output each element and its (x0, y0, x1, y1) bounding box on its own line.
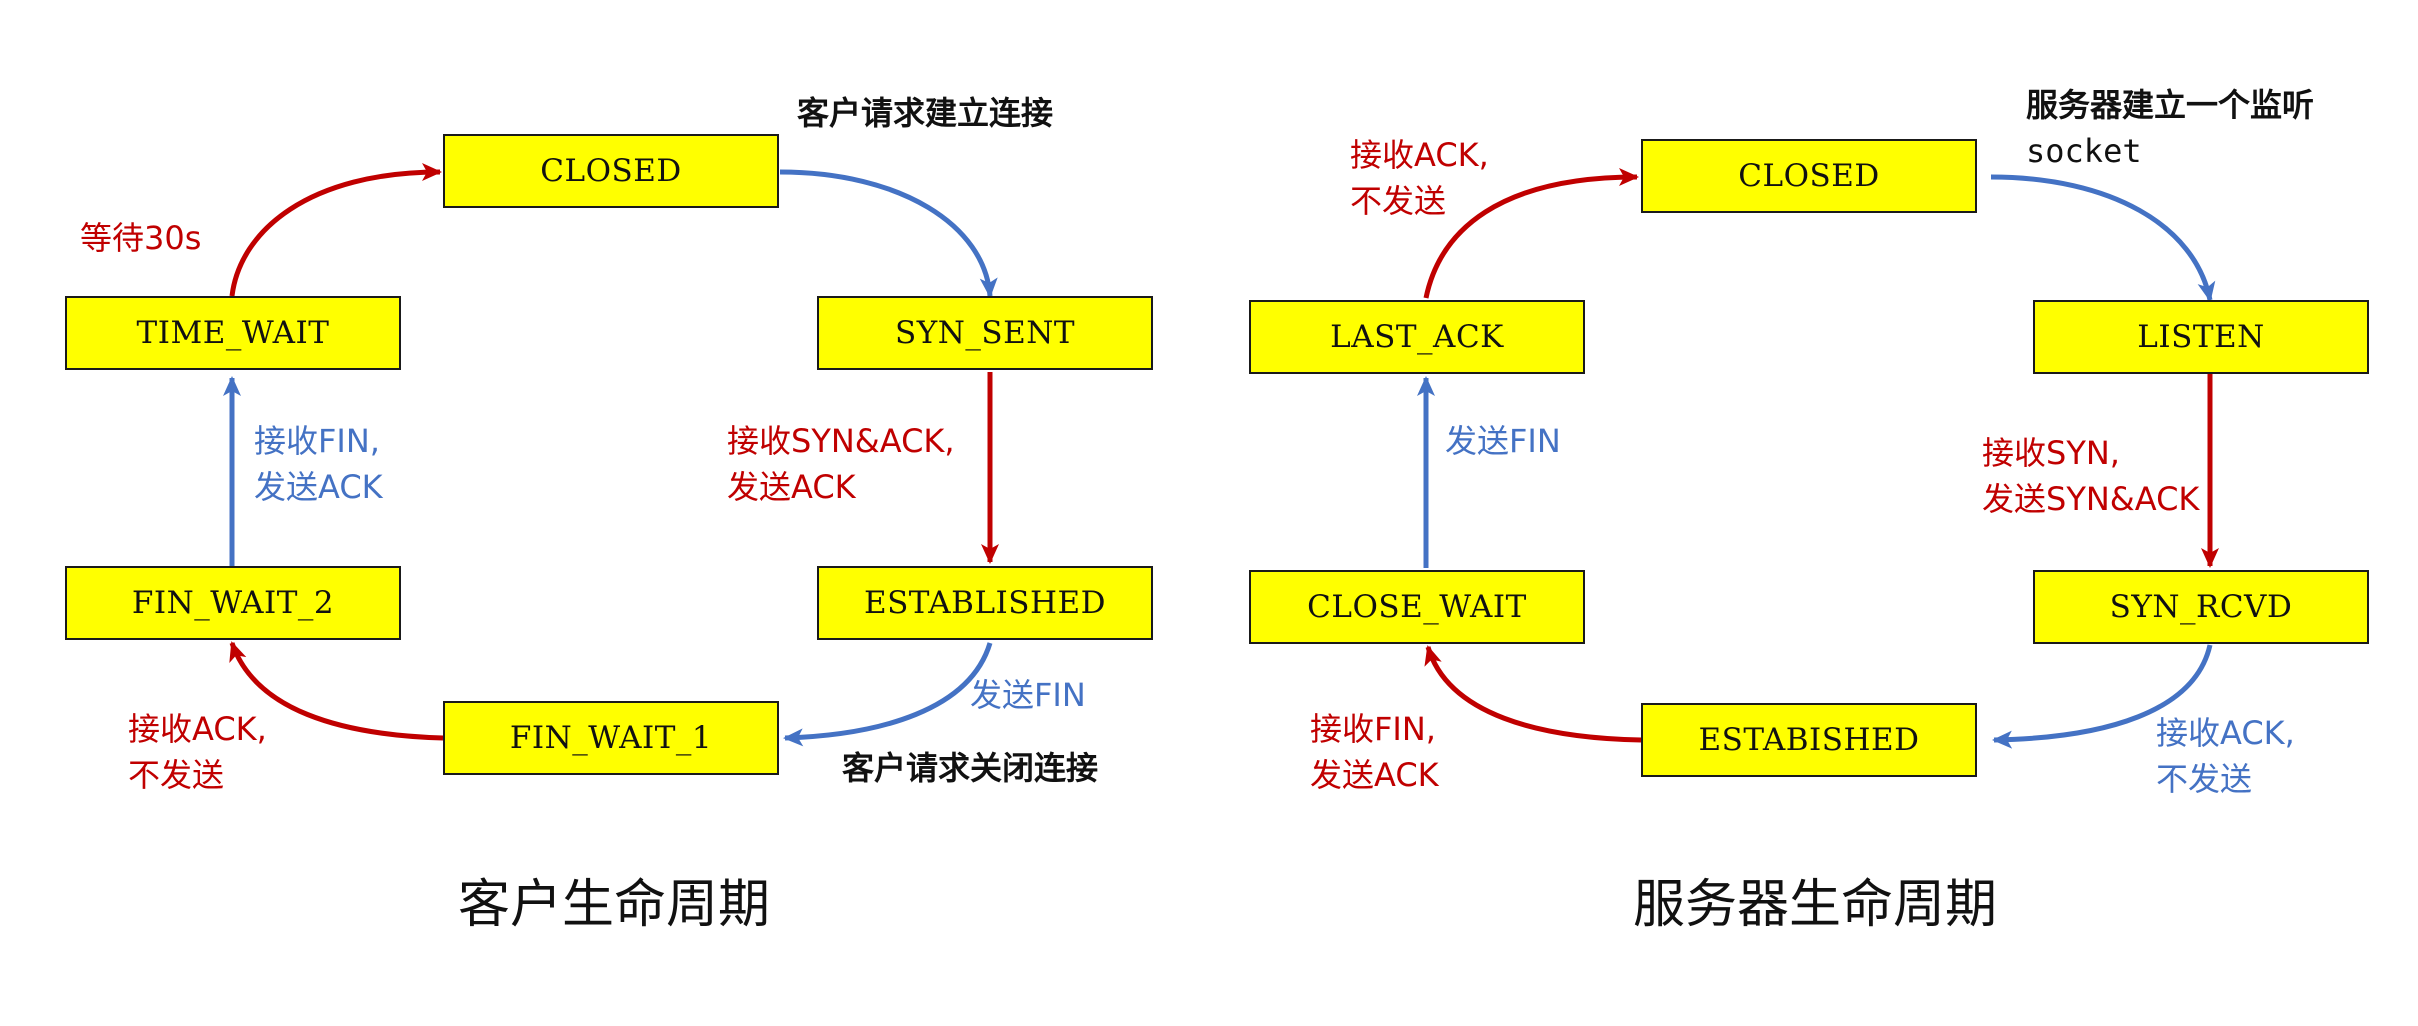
server-socket-note-line2: socket (2026, 132, 2142, 170)
state-label: FIN_WAIT_1 (509, 720, 713, 756)
state-label: CLOSE_WAIT (1307, 589, 1527, 625)
client-state-established: ESTABLISHED (817, 566, 1153, 640)
server-lifecycle-caption: 服务器生命周期 (1633, 875, 1998, 935)
server-state-close-wait: CLOSE_WAIT (1249, 570, 1585, 644)
state-label: LISTEN (2137, 319, 2265, 355)
state-label: ESTABISHED (1698, 722, 1920, 758)
server-state-syn-rcvd: SYN_RCVD (2033, 570, 2369, 644)
client-state-syn-sent: SYN_SENT (817, 296, 1153, 370)
state-label: FIN_WAIT_2 (131, 585, 335, 621)
arrow-client-time-wait-to-closed (229, 163, 442, 297)
client-state-fin-wait-2: FIN_WAIT_2 (65, 566, 401, 640)
server-transition-syn-rcvd-to-established: 接收ACK, 不发送 (2156, 714, 2295, 798)
state-label: TIME_WAIT (136, 315, 330, 351)
client-transition-fin-wait-1-to-fin-wait-2: 接收ACK, 不发送 (128, 710, 267, 794)
state-label: CLOSED (540, 153, 682, 189)
client-transition-established-to-fin-wait-1: 发送FIN (970, 676, 1086, 714)
server-state-established: ESTABISHED (1641, 703, 1977, 777)
state-label: LAST_ACK (1330, 319, 1504, 355)
server-socket-note-line1: 服务器建立一个监听 (2026, 86, 2315, 124)
arrow-server-syn-rcvd-to-established (1992, 644, 2213, 749)
server-transition-close-wait-to-last-ack: 发送FIN (1445, 422, 1561, 460)
client-transition-fin-wait-2-to-time-wait: 接收FIN, 发送ACK (254, 422, 383, 506)
server-state-last-ack: LAST_ACK (1249, 300, 1585, 374)
arrow-client-closed-to-syn-sent (779, 169, 998, 298)
state-label: SYN_RCVD (2109, 589, 2293, 625)
arrow-client-fin-wait-1-to-fin-wait-2 (229, 641, 444, 741)
client-close-request-note: 客户请求关闭连接 (842, 749, 1099, 787)
server-transition-last-ack-to-closed: 接收ACK, 不发送 (1350, 136, 1489, 220)
arrow-server-last-ack-to-closed (1423, 168, 1639, 299)
client-transition-time-wait-to-closed: 等待30s (80, 219, 202, 257)
server-state-listen: LISTEN (2033, 300, 2369, 374)
server-transition-established-to-close-wait: 接收FIN, 发送ACK (1310, 710, 1439, 794)
arrow-client-established-to-fin-wait-1 (783, 642, 993, 747)
client-state-fin-wait-1: FIN_WAIT_1 (443, 701, 779, 775)
state-label: SYN_SENT (895, 315, 1075, 351)
state-label: CLOSED (1738, 158, 1880, 194)
arrow-server-closed-to-listen (1990, 174, 2216, 302)
client-lifecycle-caption: 客户生命周期 (458, 875, 771, 935)
client-state-closed: CLOSED (443, 134, 779, 208)
server-transition-listen-to-syn-rcvd: 接收SYN, 发送SYN&ACK (1982, 434, 2200, 518)
server-state-closed: CLOSED (1641, 139, 1977, 213)
arrow-server-established-to-close-wait (1424, 645, 1642, 743)
client-open-request-note: 客户请求建立连接 (797, 94, 1054, 132)
state-label: ESTABLISHED (863, 585, 1107, 621)
client-state-time-wait: TIME_WAIT (65, 296, 401, 370)
client-transition-syn-sent-to-established: 接收SYN&ACK, 发送ACK (727, 422, 955, 506)
